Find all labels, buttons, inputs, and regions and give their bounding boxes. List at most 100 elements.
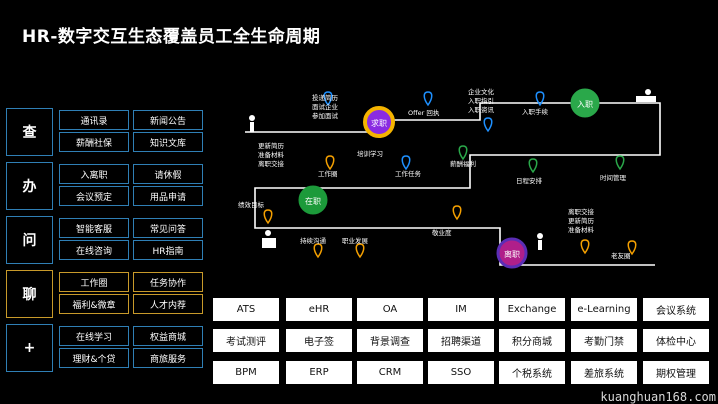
category-4[interactable]: +: [6, 324, 53, 372]
svg-text:离职交接: 离职交接: [258, 159, 285, 168]
svg-text:更新简历: 更新简历: [258, 141, 285, 150]
system-tile[interactable]: ERP: [286, 361, 352, 384]
svg-text:日程安排: 日程安排: [516, 176, 543, 185]
system-tile[interactable]: 招聘渠道: [428, 329, 494, 352]
person-computer-icon: [262, 230, 276, 248]
system-tile[interactable]: IM: [428, 298, 494, 321]
svg-text:Offer 回执: Offer 回执: [408, 108, 440, 117]
svg-text:时间管理: 时间管理: [600, 173, 627, 182]
svg-text:职业发展: 职业发展: [342, 236, 369, 245]
svg-text:入职: 入职: [577, 100, 593, 109]
system-tile[interactable]: SSO: [428, 361, 494, 384]
svg-text:投递简历: 投递简历: [312, 93, 339, 102]
person-presenter-icon: [537, 233, 543, 250]
svg-text:更新简历: 更新简历: [568, 216, 595, 225]
location-pin-icon: [528, 158, 538, 174]
location-pin-icon: [355, 243, 365, 259]
category-button[interactable]: 知识文库: [133, 132, 203, 152]
svg-text:持续沟通: 持续沟通: [300, 236, 327, 245]
category-button[interactable]: 理财&个贷: [59, 348, 129, 368]
svg-text:离职交接: 离职交接: [568, 207, 595, 216]
location-pin-icon: [535, 91, 545, 107]
location-pin-icon: [452, 205, 462, 221]
category-0[interactable]: 查: [6, 108, 53, 156]
system-tile[interactable]: BPM: [213, 361, 279, 384]
stage-offboard[interactable]: 离职: [496, 237, 528, 269]
svg-text:准备材料: 准备材料: [568, 225, 595, 234]
system-tile[interactable]: Exchange: [499, 298, 565, 321]
category-button[interactable]: 工作圈: [59, 272, 129, 292]
system-tile[interactable]: 积分商城: [499, 329, 565, 352]
stage-recruit[interactable]: 求职: [363, 106, 395, 138]
category-2[interactable]: 问: [6, 216, 53, 264]
page-title: HR-数字交互生态覆盖员工全生命周期: [22, 27, 321, 47]
svg-text:培训学习: 培训学习: [357, 149, 383, 158]
svg-text:绩效目标: 绩效目标: [238, 200, 265, 209]
system-tile[interactable]: 体检中心: [643, 329, 709, 352]
svg-text:面试企业: 面试企业: [312, 102, 339, 111]
svg-text:参加面试: 参加面试: [312, 111, 339, 120]
category-button[interactable]: 请休假: [133, 164, 203, 184]
svg-text:求职: 求职: [371, 118, 387, 128]
system-tile[interactable]: eHR: [286, 298, 352, 321]
location-pin-icon: [483, 117, 493, 133]
location-pin-icon: [627, 240, 637, 256]
category-button[interactable]: 薪酬社保: [59, 132, 129, 152]
svg-text:在职: 在职: [305, 196, 321, 206]
system-tile[interactable]: CRM: [357, 361, 423, 384]
location-pin-icon: [423, 91, 433, 107]
system-tile[interactable]: 个税系统: [499, 361, 565, 384]
stage-onjob[interactable]: 在职: [298, 185, 328, 215]
category-button[interactable]: 福利&微章: [59, 294, 129, 314]
svg-text:敬业度: 敬业度: [432, 228, 452, 237]
svg-text:入职资讯: 入职资讯: [468, 105, 495, 114]
category-button[interactable]: 在线咨询: [59, 240, 129, 260]
person-walking-icon: [249, 115, 255, 132]
system-tile[interactable]: 差旅系统: [571, 361, 637, 384]
category-button[interactable]: 任务协作: [133, 272, 203, 292]
category-button[interactable]: 在线学习: [59, 326, 129, 346]
location-pin-icon: [401, 155, 411, 171]
svg-text:准备材料: 准备材料: [258, 150, 285, 159]
category-button[interactable]: 商旅服务: [133, 348, 203, 368]
location-pin-icon: [263, 209, 273, 225]
system-tile[interactable]: 考试测评: [213, 329, 279, 352]
system-tile[interactable]: 电子签: [286, 329, 352, 352]
category-button[interactable]: 智能客服: [59, 218, 129, 238]
system-tile[interactable]: 考勤门禁: [571, 329, 637, 352]
category-1[interactable]: 办: [6, 162, 53, 210]
svg-text:薪酬福利: 薪酬福利: [450, 159, 476, 168]
category-button[interactable]: HR指南: [133, 240, 203, 260]
location-pin-icon: [325, 155, 335, 171]
location-pin-icon: [313, 243, 323, 259]
category-button[interactable]: 权益商城: [133, 326, 203, 346]
svg-text:离职: 离职: [504, 249, 520, 259]
system-tile[interactable]: 会议系统: [643, 298, 709, 321]
location-pin-icon: [615, 155, 625, 171]
svg-text:入职手续: 入职手续: [522, 107, 549, 116]
category-button[interactable]: 通讯录: [59, 110, 129, 130]
system-tile[interactable]: e-Learning: [571, 298, 637, 321]
stage-onboard[interactable]: 入职: [570, 88, 600, 118]
person-desk-icon: [636, 89, 656, 102]
svg-text:工作任务: 工作任务: [395, 169, 422, 178]
location-pin-icon: [458, 145, 468, 161]
category-button[interactable]: 用品申请: [133, 186, 203, 206]
category-button[interactable]: 会议预定: [59, 186, 129, 206]
category-button[interactable]: 新闻公告: [133, 110, 203, 130]
category-button[interactable]: 入离职: [59, 164, 129, 184]
location-pin-icon: [580, 239, 590, 255]
svg-text:入职指引: 入职指引: [468, 96, 494, 105]
system-tile[interactable]: OA: [357, 298, 423, 321]
category-button[interactable]: 常见问答: [133, 218, 203, 238]
category-button[interactable]: 人才内荐: [133, 294, 203, 314]
system-tile[interactable]: 期权管理: [643, 361, 709, 384]
location-pin-icon: [323, 91, 333, 107]
system-tile[interactable]: ATS: [213, 298, 279, 321]
svg-text:工作圈: 工作圈: [318, 169, 338, 178]
svg-text:企业文化: 企业文化: [468, 87, 495, 96]
watermark: kuanghuan168.com: [600, 390, 716, 404]
category-3[interactable]: 聊: [6, 270, 53, 318]
system-tile[interactable]: 背景调查: [357, 329, 423, 352]
